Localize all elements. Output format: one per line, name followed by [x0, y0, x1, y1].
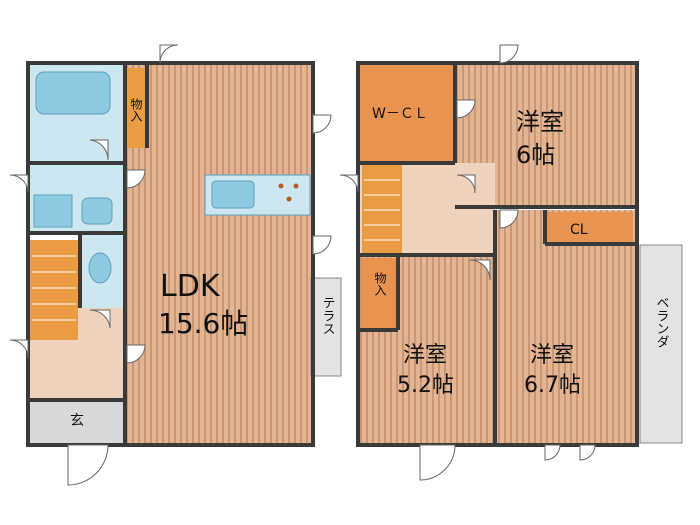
washer — [81, 197, 113, 225]
room-67-label: 洋室 — [530, 343, 574, 368]
bathtub — [35, 71, 111, 115]
balcony — [639, 244, 683, 444]
balcony-label: ベランダ — [654, 296, 670, 348]
wcl-label: W－ＣＬ — [372, 106, 428, 122]
floor-1: 物入 LDK 15.6帖 玄 テラス — [9, 44, 342, 486]
doors-2f — [339, 44, 596, 481]
room-67-size: 6.7帖 — [524, 373, 581, 398]
room-52-label: 洋室 — [403, 343, 447, 368]
stairs-1f — [30, 240, 78, 340]
cl-floor — [545, 212, 633, 244]
ldk-label: LDK — [160, 269, 221, 304]
room-6-label: 洋室 — [516, 108, 564, 136]
stove-icon — [278, 183, 299, 202]
stair-treads-1f — [32, 255, 76, 321]
room-52-size: 5.2帖 — [397, 373, 454, 398]
storage-1f-floor — [125, 68, 147, 148]
floor-2: W－ＣＬ 洋室 6帖 物入 洋室 5.2帖 CL 洋室 6.7帖 ベランダ — [339, 44, 683, 481]
entrance-floor — [30, 400, 125, 443]
kitchen-sink — [211, 180, 255, 209]
walls-2f — [356, 61, 639, 447]
ldk-size: 15.6帖 — [158, 307, 248, 340]
room-67-floor — [495, 210, 635, 443]
ldk-floor — [125, 65, 311, 443]
wcl-floor — [360, 65, 455, 163]
walls-1f — [26, 61, 315, 447]
terrace-1f — [310, 277, 342, 377]
washbasin — [33, 194, 73, 228]
room-6-size: 6帖 — [516, 141, 555, 169]
doors-1f — [9, 44, 332, 486]
stair-treads-2f — [364, 179, 400, 241]
storage-2f-floor — [362, 258, 396, 330]
entrance-label: 玄 — [70, 412, 84, 429]
terrace-label: テラス — [320, 296, 335, 335]
cl-label: CL — [570, 222, 588, 238]
storage-1f-label: 物入 — [129, 98, 143, 122]
toilet — [88, 252, 112, 284]
storage-2f-label: 物入 — [373, 272, 387, 296]
